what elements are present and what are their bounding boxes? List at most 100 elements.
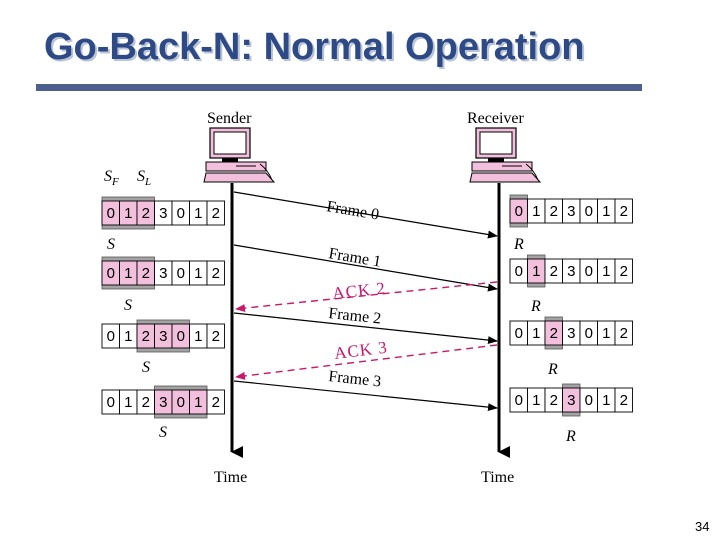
sequence-number: 2 bbox=[620, 325, 628, 342]
sequence-number: 1 bbox=[532, 392, 540, 409]
sender-first-pointer-label: SF bbox=[104, 168, 119, 188]
sequence-number: 0 bbox=[585, 325, 593, 342]
sequence-number: 0 bbox=[585, 392, 593, 409]
sequence-number: 0 bbox=[585, 203, 593, 220]
sender-time-label: Time bbox=[214, 469, 247, 486]
sequence-number: 1 bbox=[124, 265, 132, 282]
sequence-number: 2 bbox=[142, 205, 150, 222]
pointer-labels: S S S S R R R R bbox=[107, 236, 576, 445]
sequence-number: 1 bbox=[194, 394, 202, 411]
sequence-number: 1 bbox=[602, 325, 610, 342]
sequence-number: 0 bbox=[107, 265, 115, 282]
sequence-number: 1 bbox=[124, 394, 132, 411]
sequence-number: 0 bbox=[107, 394, 115, 411]
sequence-number: 2 bbox=[142, 265, 150, 282]
receiver-time-label: Time bbox=[481, 469, 514, 486]
sequence-number: 3 bbox=[567, 325, 575, 342]
sequence-number: 0 bbox=[177, 265, 185, 282]
receiver-pointer-label: R bbox=[530, 298, 541, 315]
sequence-number: 1 bbox=[124, 205, 132, 222]
sequence-number: 3 bbox=[567, 392, 575, 409]
frame-2-label: Frame 2 bbox=[328, 305, 382, 327]
sequence-cell bbox=[206, 260, 225, 286]
sequence-number: 0 bbox=[107, 328, 115, 345]
sequence-number: 0 bbox=[515, 325, 523, 342]
sequence-number: 2 bbox=[550, 325, 558, 342]
frame-2-arrow bbox=[233, 312, 498, 345]
sequence-number: 3 bbox=[159, 265, 167, 282]
ack-3-label: ACK 3 bbox=[333, 338, 389, 363]
sequence-number: 2 bbox=[550, 203, 558, 220]
frame-0-arrow bbox=[233, 191, 498, 239]
sequence-number: 0 bbox=[515, 203, 523, 220]
sequence-number: 1 bbox=[532, 203, 540, 220]
ack-2-label: ACK 2 bbox=[331, 278, 386, 303]
slide-title: Go-Back-N: Normal Operation bbox=[44, 26, 585, 68]
receiver-pointer-label: R bbox=[565, 428, 576, 445]
sequence-number: 0 bbox=[515, 263, 523, 280]
sequence-number: 3 bbox=[159, 205, 167, 222]
sequence-number: 0 bbox=[177, 328, 185, 345]
frame-3-label: Frame 3 bbox=[328, 368, 382, 390]
sequence-number: 0 bbox=[515, 392, 523, 409]
sequence-number: 1 bbox=[532, 325, 540, 342]
page-number: 34 bbox=[695, 519, 709, 534]
sender-computer-icon bbox=[203, 127, 276, 183]
sender-next-pointer-label: S bbox=[107, 236, 115, 253]
sequence-cell bbox=[206, 200, 225, 226]
receiver-computer-icon bbox=[469, 127, 542, 183]
sequence-number: 3 bbox=[159, 394, 167, 411]
sequence-number: 2 bbox=[620, 203, 628, 220]
sequence-number: 1 bbox=[194, 265, 202, 282]
sequence-number: 0 bbox=[177, 394, 185, 411]
receiver-label: Receiver bbox=[467, 110, 525, 127]
sequence-cell bbox=[614, 258, 633, 284]
sequence-number: 2 bbox=[142, 328, 150, 345]
sequence-number: 2 bbox=[142, 394, 150, 411]
sequence-number: 3 bbox=[159, 328, 167, 345]
sequence-cell bbox=[206, 389, 225, 415]
sequence-number: 2 bbox=[212, 328, 220, 345]
sequence-number: 2 bbox=[550, 263, 558, 280]
sequence-number: 1 bbox=[602, 392, 610, 409]
sequence-number: 2 bbox=[620, 392, 628, 409]
sender-last-pointer-label: SL bbox=[137, 168, 151, 188]
sequence-number: 0 bbox=[107, 205, 115, 222]
ack-2-arrow bbox=[235, 281, 498, 313]
sequence-number: 1 bbox=[602, 203, 610, 220]
sequence-cell bbox=[614, 387, 633, 413]
sequence-number: 2 bbox=[212, 265, 220, 282]
sequence-number: 2 bbox=[550, 392, 558, 409]
frame-3-arrow bbox=[233, 380, 498, 412]
sequence-number: 2 bbox=[212, 394, 220, 411]
frame-0-label: Frame 0 bbox=[325, 198, 380, 223]
sequence-number: 1 bbox=[602, 263, 610, 280]
sequence-number: 2 bbox=[620, 263, 628, 280]
receiver-pointer-label: R bbox=[547, 361, 558, 378]
sequence-cell bbox=[614, 198, 633, 224]
frame-1-arrow bbox=[233, 244, 498, 292]
sequence-number: 2 bbox=[212, 205, 220, 222]
sender-next-pointer-label: S bbox=[142, 359, 150, 376]
sender-label: Sender bbox=[207, 110, 252, 127]
sender-next-pointer-label: S bbox=[159, 424, 167, 441]
sequence-cell bbox=[614, 320, 633, 346]
sequence-number: 1 bbox=[194, 328, 202, 345]
sequence-cell bbox=[206, 323, 225, 349]
sequence-number: 3 bbox=[567, 263, 575, 280]
sequence-number: 0 bbox=[177, 205, 185, 222]
title-underline bbox=[36, 84, 642, 91]
receiver-pointer-label: R bbox=[513, 236, 524, 253]
sender-next-pointer-label: S bbox=[124, 297, 132, 314]
